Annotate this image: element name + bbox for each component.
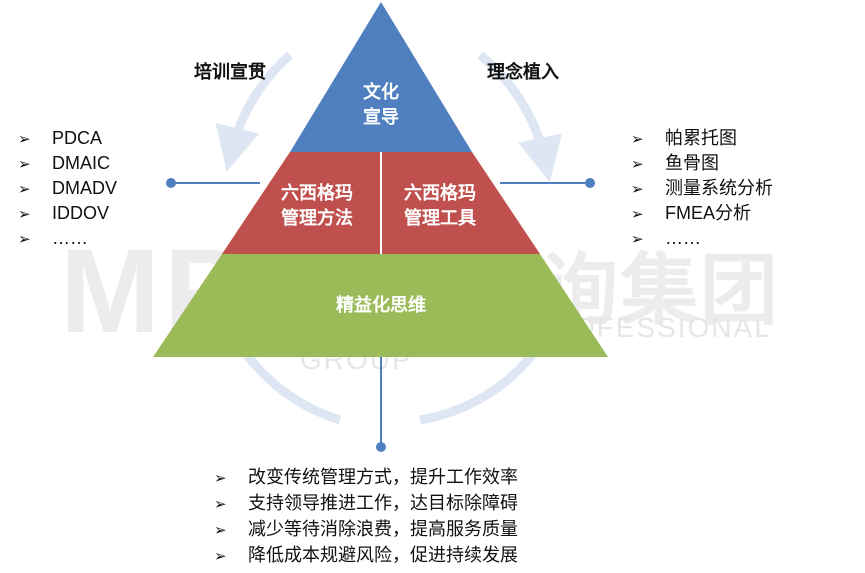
pyramid-top-line1: 文化 [363,82,399,103]
list-item: ➢ DMADV [18,176,117,201]
pyramid-mid-left-line2: 管理方法 [281,208,353,229]
pyramid-mid-right-text: 六西格玛 管理工具 [385,181,495,231]
pyramid-mid-left-text: 六西格玛 管理方法 [262,181,372,231]
arrow-bullet-icon: ➢ [18,231,31,248]
pyramid-top-line2: 宣导 [363,107,399,128]
arrow-bullet-icon: ➢ [18,156,31,173]
list-item-label: DMADV [52,178,118,198]
pyramid-mid-right-tools [381,152,540,254]
arrow-bullet-icon: ➢ [214,522,227,539]
arrow-bullet-icon: ➢ [18,131,31,148]
arrow-bullet-icon: ➢ [214,496,227,513]
arrow-bullet-icon: ➢ [631,206,644,223]
list-item-label: 帕累托图 [665,128,737,148]
pyramid-mid-right-line2: 管理工具 [404,208,476,229]
list-item: ➢ 改变传统管理方式，提升工作效率 [214,464,518,490]
list-item: ➢ FMEA分析 [631,201,773,226]
arrow-bullet-icon: ➢ [18,206,31,223]
list-item-label: …… [665,228,701,248]
arrow-bullet-icon: ➢ [631,181,644,198]
cycle-arrows [215,51,563,425]
pyramid-top-culture [290,2,472,152]
list-item: ➢ PDCA [18,126,117,151]
right-tools-list: ➢ 帕累托图 ➢ 鱼骨图 ➢ 测量系统分析 ➢ FMEA分析 ➢ …… [631,126,773,251]
list-item: ➢ 减少等待消除浪费，提高服务质量 [214,516,518,542]
list-item: ➢ 降低成本规避风险，促进持续发展 [214,542,518,568]
list-item-label: 改变传统管理方式，提升工作效率 [248,467,518,487]
pyramid-mid-right-line1: 六西格玛 [404,183,476,204]
pyramid-base-text: 精益化思维 [336,295,426,316]
pyramid-top-text: 文化 宣导 [331,80,431,130]
list-item: ➢ …… [18,226,117,251]
connector-left-dot [166,178,176,188]
list-item-label: 测量系统分析 [665,178,773,198]
pyramid-mid-left-methods [222,152,381,254]
list-item-label: 支持领导推进工作，达目标除障碍 [248,493,518,513]
connectors [166,178,595,452]
list-item-label: DMAIC [52,153,110,173]
list-item-label: PDCA [52,128,103,148]
connector-bottom-dot [376,442,386,452]
list-item-label: IDDOV [52,203,110,223]
arrow-bullet-icon: ➢ [214,548,227,565]
arrow-bullet-icon: ➢ [631,131,644,148]
list-item: ➢ …… [631,226,773,251]
arrow-bullet-icon: ➢ [214,470,227,487]
list-item: ➢ 测量系统分析 [631,176,773,201]
label-training: 培训宣贯 [194,62,266,83]
arrow-bullet-icon: ➢ [631,156,644,173]
left-methods-list: ➢ PDCA ➢ DMAIC ➢ DMADV ➢ IDDOV ➢ …… [18,126,117,251]
list-item-label: …… [52,228,88,248]
list-item: ➢ IDDOV [18,201,117,226]
list-item: ➢ 鱼骨图 [631,151,773,176]
label-concept: 理念植入 [487,62,559,83]
pyramid-mid-left-line1: 六西格玛 [281,183,353,204]
list-item-label: 降低成本规避风险，促进持续发展 [248,545,518,565]
list-item: ➢ 支持领导推进工作，达目标除障碍 [214,490,518,516]
connector-right-dot [585,178,595,188]
arrow-bullet-icon: ➢ [631,231,644,248]
list-item: ➢ 帕累托图 [631,126,773,151]
arrow-bullet-icon: ➢ [18,181,31,198]
list-item-label: 减少等待消除浪费，提高服务质量 [248,519,518,539]
bottom-benefits-list: ➢ 改变传统管理方式，提升工作效率 ➢ 支持领导推进工作，达目标除障碍 ➢ 减少等待消… [214,464,518,568]
list-item: ➢ DMAIC [18,151,117,176]
pyramid-base-lean-thinking [153,254,608,357]
list-item-label: FMEA分析 [665,203,752,223]
list-item-label: 鱼骨图 [665,153,719,173]
